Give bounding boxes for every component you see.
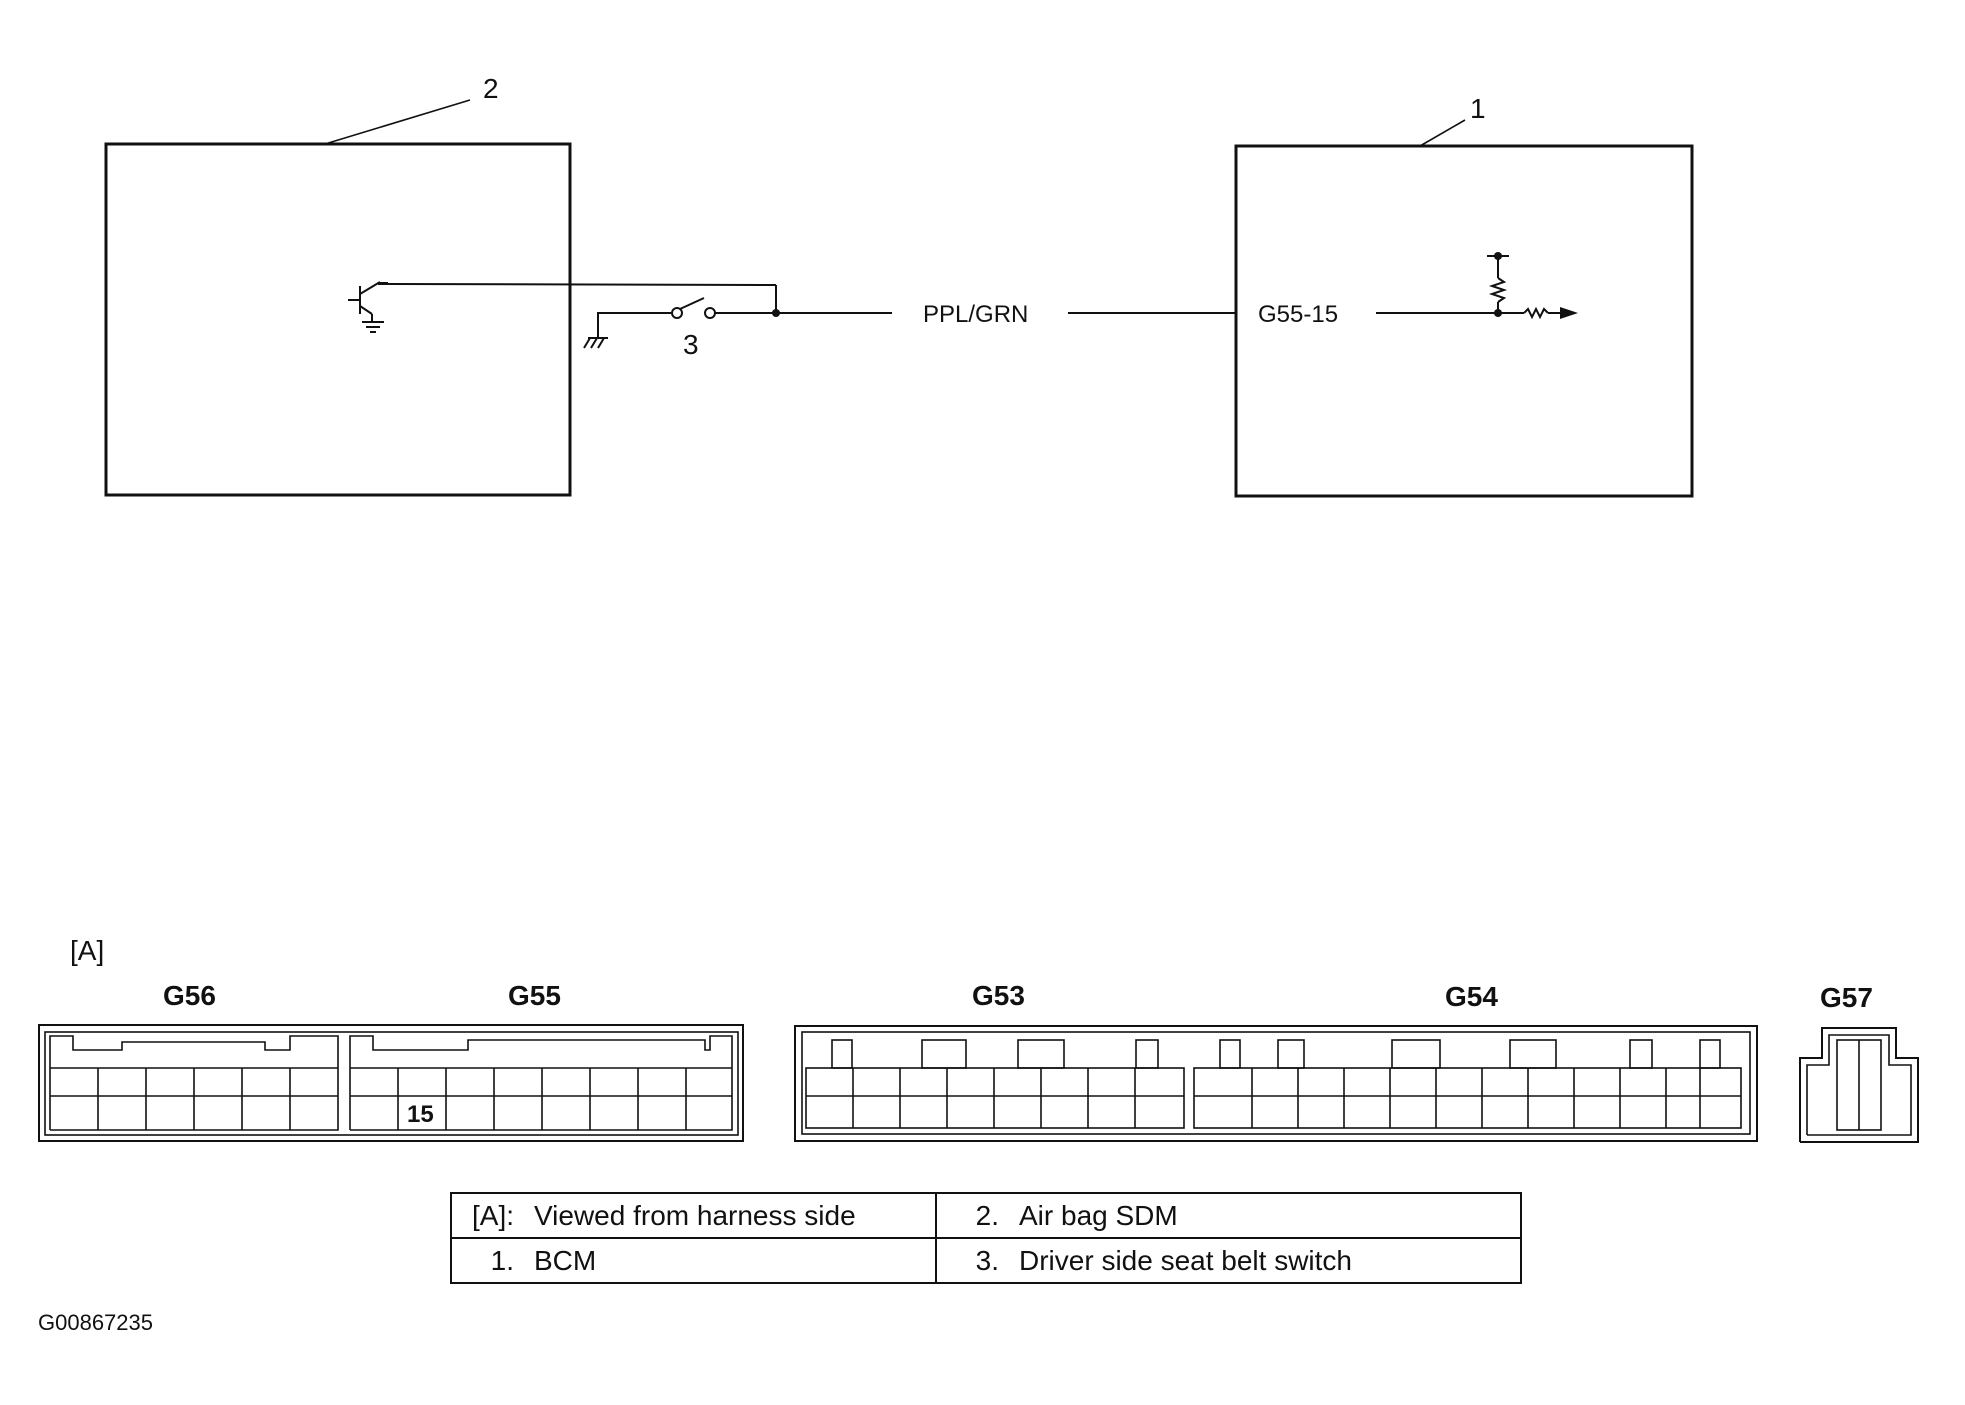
legend-cell: [A]: Viewed from harness side xyxy=(450,1192,937,1239)
callout-3: 3 xyxy=(683,329,699,360)
g55-pin-15-label: 15 xyxy=(407,1101,434,1128)
terminal-dot-icon xyxy=(1494,252,1502,260)
legend-cell: 3. Driver side seat belt switch xyxy=(935,1237,1522,1284)
junction-dot-icon xyxy=(772,309,780,317)
pull-up-resistor-icon xyxy=(1487,255,1509,313)
input-resistor-arrow-icon xyxy=(1498,306,1578,320)
connector-label-g56: G56 xyxy=(163,980,216,1011)
switch-contact-icon xyxy=(671,307,683,319)
connector-g53 xyxy=(805,1039,1185,1129)
legend-text: BCM xyxy=(534,1244,597,1276)
figure-id: G00867235 xyxy=(38,1310,153,1335)
legend-key: 2. xyxy=(975,1199,999,1231)
callout-1: 1 xyxy=(1470,93,1486,124)
connector-label-g55: G55 xyxy=(508,980,561,1011)
connector-g54 xyxy=(1193,1039,1742,1129)
legend-table: [A]: Viewed from harness side 2. Air bag S… xyxy=(450,1192,1522,1284)
seat-belt-switch: 3 xyxy=(583,297,892,360)
legend-text: Air bag SDM xyxy=(1019,1199,1178,1231)
legend-key: [A]: xyxy=(471,1199,514,1231)
legend-key: 1. xyxy=(490,1244,514,1276)
connector-g57 xyxy=(1799,1027,1919,1143)
legend-row: [A]: Viewed from harness side 2. Air bag S… xyxy=(450,1192,1522,1239)
legend-row: 1. BCM 3. Driver side seat belt switch xyxy=(450,1237,1522,1284)
callout-2: 2 xyxy=(483,73,499,104)
connector-g56 xyxy=(49,1035,339,1131)
legend-cell: 1. BCM xyxy=(450,1237,937,1284)
wire-color-label: PPL/GRN xyxy=(923,301,1028,328)
transistor-icon xyxy=(348,281,381,322)
legend-text: Driver side seat belt switch xyxy=(1019,1244,1353,1276)
legend-cell: 2. Air bag SDM xyxy=(935,1192,1522,1239)
connector-g55: 15 xyxy=(349,1035,733,1131)
ground-icon xyxy=(362,321,384,333)
connector-g56-g55: 15 xyxy=(38,1024,744,1142)
ground-icon xyxy=(583,337,608,349)
connector-g53-g54 xyxy=(794,1025,1758,1142)
view-tag-a: [A] xyxy=(70,935,105,966)
switch-contact-icon xyxy=(704,307,716,319)
connector-label-g57: G57 xyxy=(1820,982,1873,1013)
bcm-module: 1 G55-15 xyxy=(1234,93,1694,498)
airbag-sdm-module: 2 xyxy=(104,73,777,497)
connector-label-g54: G54 xyxy=(1445,981,1498,1012)
legend-key: 3. xyxy=(975,1244,999,1276)
connector-label-g53: G53 xyxy=(972,980,1025,1011)
bcm-terminal-label: G55-15 xyxy=(1258,301,1338,328)
legend-text: Viewed from harness side xyxy=(534,1199,856,1231)
